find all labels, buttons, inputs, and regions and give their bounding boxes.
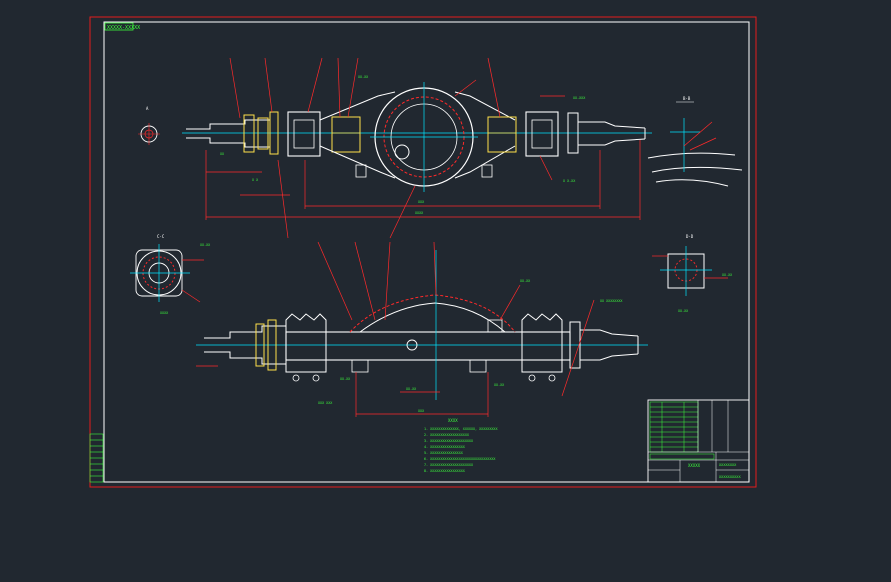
svg-text:X X-XX: X X-XX: [563, 179, 576, 183]
svg-text:XXXX: XXXX: [415, 211, 424, 215]
top-right-detail: B-B: [647, 96, 743, 187]
tech-req-title: XXXX: [448, 418, 458, 423]
svg-text:XXX: XXX: [418, 409, 425, 413]
svg-text:XX-XX: XX-XX: [722, 273, 733, 277]
tech-req-line: 2. XXXXXXXXXXXXXXXXXXX: [424, 433, 470, 437]
tech-req-line: 1. XXXXXXXXXXXXXX, XXXXXX, XXXXXXXXX: [424, 427, 498, 431]
svg-text:XX: XX: [220, 152, 225, 156]
svg-text:XX-XX: XX-XX: [678, 309, 689, 313]
title-tag: XXXXX-XXXXX: [104, 22, 140, 31]
svg-text:XX-XXX: XX-XXX: [573, 96, 586, 100]
bottom-main-view: XXX XX-XX XXX XXX XX-XX XX-XX XX XXXXXXX…: [196, 241, 648, 417]
title-block-drawing-name: XXXXX: [688, 463, 701, 468]
title-block-school: XXXXXXXXXX: [719, 475, 741, 479]
svg-text:XX-XX: XX-XX: [200, 243, 211, 247]
section-label-d: D-D: [686, 234, 694, 239]
svg-text:XX XXXXXXXX: XX XXXXXXXX: [600, 299, 623, 303]
section-label-b: B-B: [683, 96, 691, 101]
section-label-a: A: [146, 106, 149, 111]
tech-req-line: 7. XXXXXXXXXXXXXXXXXXXXX: [424, 463, 474, 467]
svg-text:XXX XXX: XXX XXX: [318, 401, 333, 405]
svg-text:X X: X X: [252, 178, 259, 182]
title-block: XXXXX XXXXXXXX XXXXXXXXXX: [647, 399, 750, 483]
svg-text:XX-XX: XX-XX: [340, 377, 351, 381]
top-main-view: XXXX XXX X X XX-XX XX-XXX X X-XX XX A: [138, 57, 652, 239]
technical-requirements: XXXX 1. XXXXXXXXXXXXXX, XXXXXX, XXXXXXXX…: [424, 418, 498, 473]
title-tag-text: XXXXX-XXXXX: [107, 25, 140, 31]
svg-text:XX-XX: XX-XX: [406, 387, 417, 391]
left-section-view: C-C XX-XX XXXX: [130, 234, 211, 315]
left-margin-stamp: [89, 433, 104, 483]
svg-text:XXX: XXX: [418, 200, 425, 204]
outer-border: [89, 16, 757, 488]
svg-text:XX-XX: XX-XX: [494, 383, 505, 387]
tech-req-line: 4. XXXXXXXXXXXXXXXXX: [424, 445, 466, 449]
tech-req-line: 3. XXXXXXXXXXXXXXXXXXXXX: [424, 439, 474, 443]
svg-text:XX-XX: XX-XX: [358, 75, 369, 79]
section-label-c: C-C: [157, 234, 165, 239]
tech-req-line: 8. XXXXXXXXXXXXXXXXX: [424, 469, 466, 473]
inner-frame: [103, 21, 750, 483]
tech-req-line: 5. XXXXXXXXXXXXXXXX: [424, 451, 464, 455]
right-section-view: D-D XX-XX XX-XX: [652, 234, 733, 313]
svg-text:XXXX: XXXX: [160, 311, 169, 315]
svg-text:XX-XX: XX-XX: [520, 279, 531, 283]
tech-req-line: 6. XXXXXXXXXXXXXXXXXXXXXXXXXXXXXXXX: [424, 457, 496, 461]
title-block-drawing-number: XXXXXXXX: [719, 463, 737, 467]
